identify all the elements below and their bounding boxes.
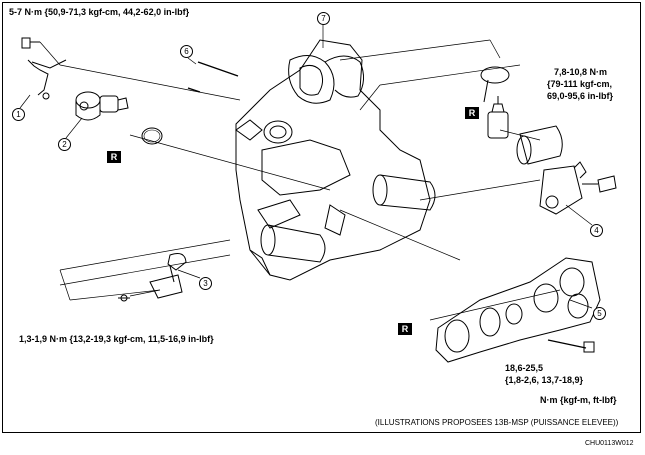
intake-tube-lower (260, 224, 326, 263)
o-ring-left (141, 127, 163, 145)
sealant-bottle (487, 96, 509, 139)
callout-7: 7 (317, 12, 330, 25)
callout-6: 6 (180, 45, 193, 58)
torque-spec-top-left: 5-7 N·m {50,9-71,3 kgf-cm, 44,2-62,0 in-… (9, 7, 190, 17)
bracket-part-1 (21, 37, 67, 100)
gasket-part-5 (435, 257, 601, 363)
callout-2: 2 (58, 138, 71, 151)
callout-5: 5 (593, 307, 606, 320)
callout-leaders (19, 57, 593, 309)
actuator-part-4 (480, 66, 617, 215)
intake-tube-upper (372, 174, 436, 211)
illustration-footnote: (ILLUSTRATIONS PROPOSEES 13B-MSP (PUISSA… (375, 418, 619, 427)
replace-mark-left: R (107, 151, 121, 163)
torque-spec-bottom-right-line1: 18,6-25,5 (505, 363, 544, 373)
leader-lines (39, 39, 561, 321)
callout-3: 3 (199, 277, 212, 290)
sensor-part-3 (118, 253, 187, 302)
units-note: N·m {kgf-m, ft-lbf} (540, 395, 617, 405)
intake-housing (235, 39, 431, 281)
bolt-bottom-right (547, 339, 595, 353)
callout-1: 1 (12, 108, 25, 121)
torque-spec-right-line1: 7,8-10,8 N·m (554, 67, 608, 77)
torque-spec-right-line2: {79-111 kgf-cm, (547, 79, 613, 89)
diagram-frame (2, 2, 641, 433)
pin-part-6 (187, 61, 239, 93)
figure-code: CHU0113W012 (585, 440, 634, 447)
torque-spec-bottom-left: 1,3-1,9 N·m {13,2-19,3 kgf-cm, 11,5-16,9… (19, 334, 214, 344)
torque-spec-bottom-right-line2: {1,8-2,6, 13,7-18,9} (505, 375, 584, 385)
replace-mark-right: R (465, 107, 479, 119)
solenoid-valve-part-2 (75, 91, 129, 121)
replace-mark-bottom: R (398, 323, 412, 335)
tube-small (324, 204, 346, 236)
torque-spec-right-line3: 69,0-95,6 in-lbf} (547, 91, 614, 101)
callout-4: 4 (590, 224, 603, 237)
